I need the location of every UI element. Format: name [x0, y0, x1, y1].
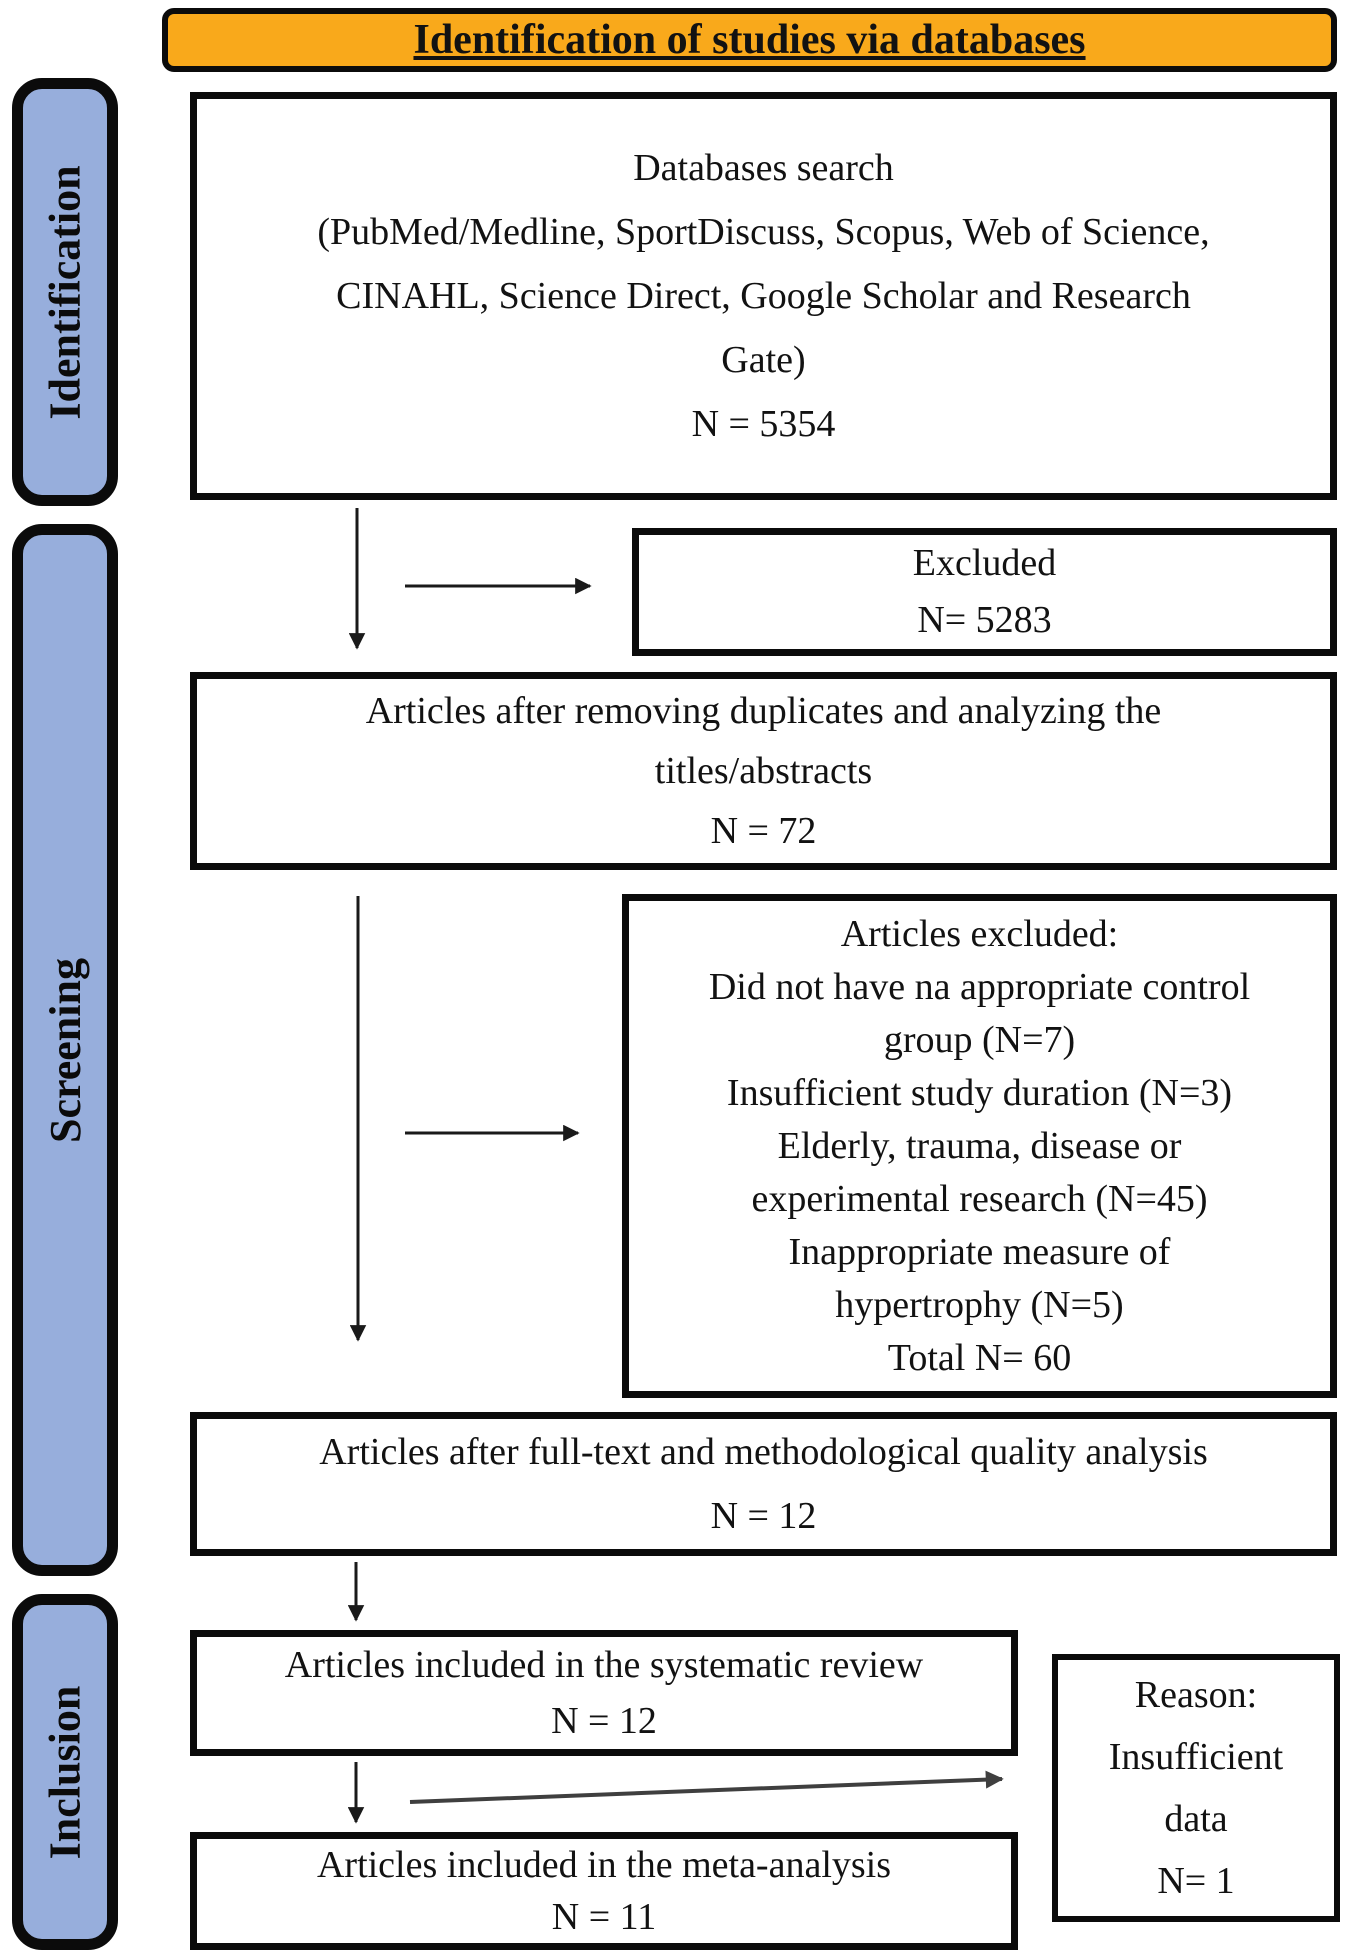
box-text-line: Articles after removing duplicates and a…: [365, 690, 1162, 732]
box-reason: Reason: Insufficient data N= 1: [1052, 1654, 1340, 1922]
box-text-line: Inappropriate measure of: [788, 1230, 1171, 1273]
box-text-line: N = 72: [710, 810, 817, 852]
box-text-line: CINAHL, Science Direct, Google Scholar a…: [336, 275, 1191, 317]
box-text-line: Databases search: [633, 147, 894, 189]
box-text-line: hypertrophy (N=5): [835, 1283, 1124, 1326]
box-after-duplicates: Articles after removing duplicates and a…: [190, 672, 1337, 870]
box-text-line: Elderly, trauma, disease or: [777, 1124, 1182, 1167]
box-text-line: Reason:: [1134, 1674, 1258, 1716]
box-articles-excluded: Articles excluded: Did not have na appro…: [622, 894, 1337, 1398]
box-after-fulltext: Articles after full-text and methodologi…: [190, 1412, 1337, 1556]
box-text-line: Gate): [721, 339, 806, 381]
box-text-line: Did not have na appropriate control: [708, 965, 1251, 1008]
box-text-line: Insufficient: [1108, 1736, 1284, 1778]
box-text-line: N = 11: [551, 1896, 657, 1938]
box-text-line: N= 1: [1157, 1860, 1235, 1902]
stage-label-screening: Screening: [40, 957, 90, 1143]
box-text-line: group (N=7): [883, 1018, 1076, 1061]
box-text-line: Articles included in the meta-analysis: [316, 1844, 892, 1886]
box-text-line: N = 12: [710, 1495, 817, 1537]
stage-bar-screening: Screening: [12, 524, 118, 1576]
box-text-line: N= 5283: [917, 599, 1052, 641]
box-text-line: Total N= 60: [887, 1336, 1072, 1379]
box-text-line: data: [1164, 1798, 1228, 1840]
box-excluded: Excluded N= 5283: [632, 528, 1337, 656]
box-meta-analysis: Articles included in the meta-analysis N…: [190, 1832, 1018, 1950]
box-text-line: Insufficient study duration (N=3): [726, 1071, 1233, 1114]
stage-label-identification: Identification: [40, 164, 90, 420]
box-text-line: Articles after full-text and methodologi…: [319, 1431, 1208, 1473]
box-databases-search: Databases search (PubMed/Medline, SportD…: [190, 92, 1337, 500]
box-text-line: Excluded: [912, 542, 1057, 584]
box-text-line: (PubMed/Medline, SportDiscuss, Scopus, W…: [317, 211, 1210, 253]
banner: Identification of studies via databases: [162, 8, 1337, 72]
box-text-line: N = 12: [551, 1700, 657, 1742]
stage-bar-identification: Identification: [12, 78, 118, 506]
box-text-line: titles/abstracts: [654, 750, 873, 792]
box-text-line: Articles included in the systematic revi…: [284, 1644, 924, 1686]
box-text-line: N = 5354: [691, 403, 836, 445]
banner-title: Identification of studies via databases: [413, 17, 1086, 63]
box-text-line: Articles excluded:: [840, 912, 1119, 955]
stage-bar-inclusion: Inclusion: [12, 1594, 118, 1950]
box-systematic-review: Articles included in the systematic revi…: [190, 1630, 1018, 1756]
box-text-line: experimental research (N=45): [751, 1177, 1208, 1220]
arrow-right-to-reason: [409, 1770, 1004, 1804]
stage-label-inclusion: Inclusion: [40, 1685, 90, 1859]
